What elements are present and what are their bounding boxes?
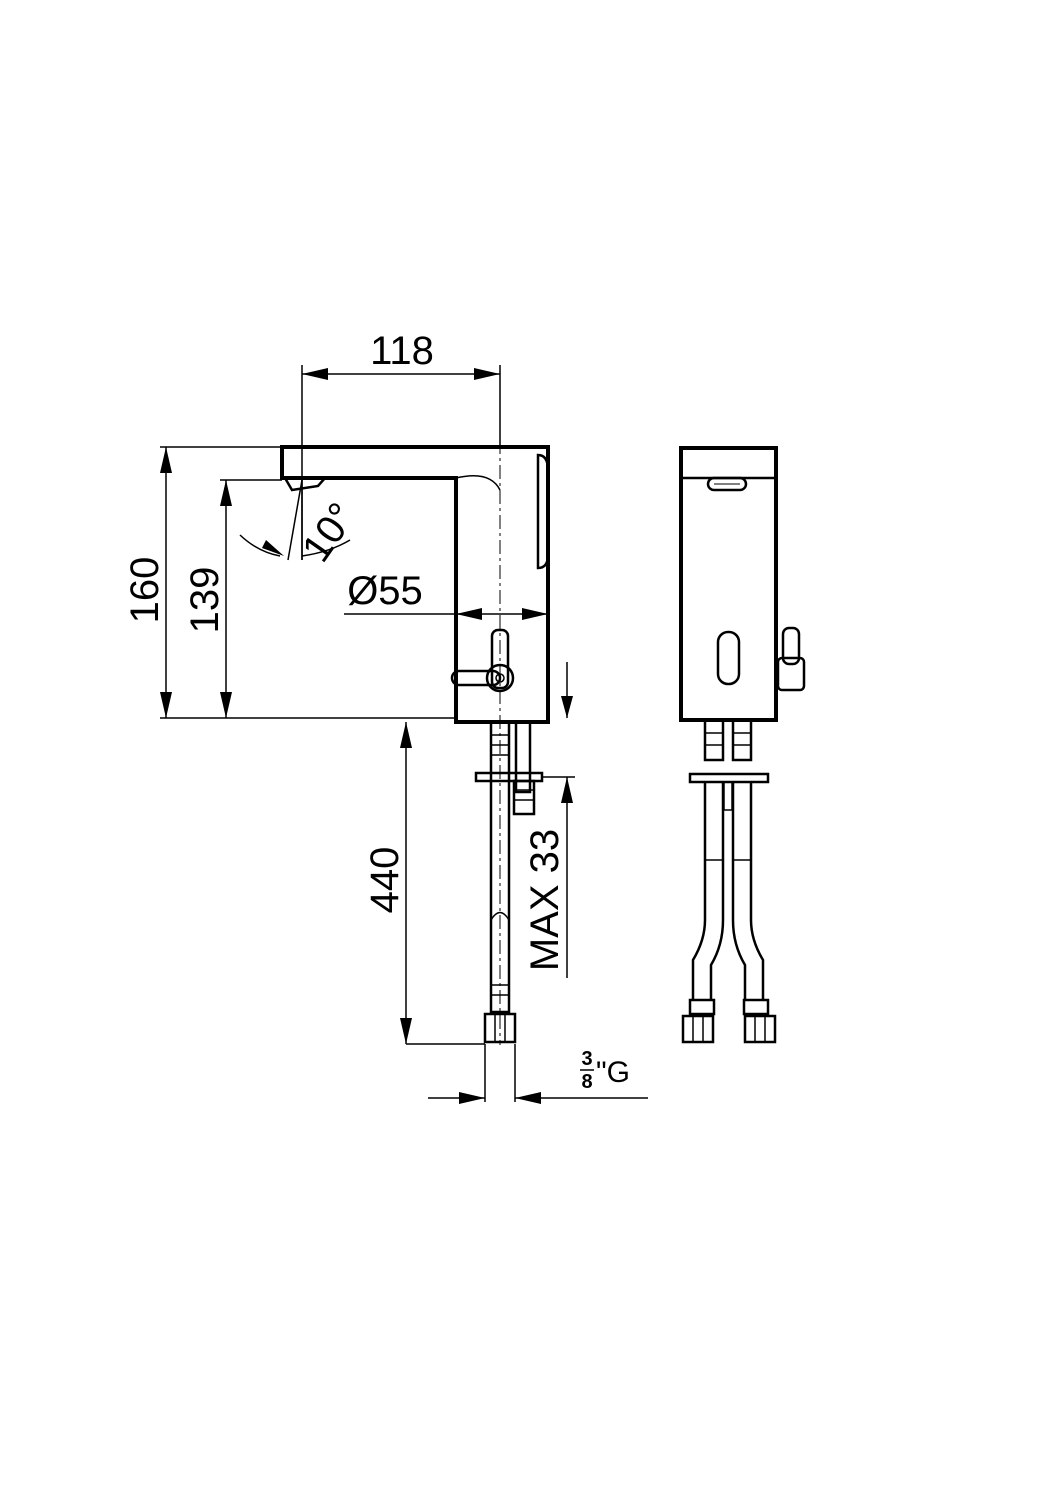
faucet-spout: [280, 445, 550, 724]
lever-handle: [450, 628, 515, 693]
center-stud: [723, 781, 733, 811]
sensor-slot: [536, 453, 550, 570]
dim-max-deck: [542, 776, 575, 978]
dim-hose-length: [400, 722, 485, 1045]
body-curve: [455, 475, 501, 491]
deck-marker: [561, 662, 573, 718]
dim-139-label: 139: [183, 567, 227, 634]
dim-spout-height: [220, 480, 232, 718]
dim-diameter-label: Ø55: [347, 569, 423, 613]
spout-outlet: [283, 477, 326, 492]
sensor-slot-front: [716, 630, 741, 686]
dim-total-height: [160, 447, 172, 718]
thread-numerator: 3: [581, 1048, 592, 1070]
hose-left: [681, 718, 725, 1044]
dim-body-diameter: [344, 608, 548, 620]
lever-handle-front: [776, 626, 806, 692]
dim-max33-label: MAX 33: [523, 829, 567, 971]
thread-suffix: "G: [596, 1056, 630, 1089]
dim-118-label: 118: [370, 329, 434, 373]
dim-thread: [428, 1044, 648, 1104]
dim-440-label: 440: [363, 847, 407, 914]
front-view: [679, 446, 806, 1044]
side-view: 118 160 139 10° Ø55: [123, 329, 648, 1104]
faucet-front-body: [679, 446, 778, 722]
dim-160-label: 160: [123, 557, 167, 624]
mounting-assembly: [474, 720, 544, 1044]
dim-spout-reach: [301, 365, 501, 560]
dim-10deg-label: 10°: [294, 495, 365, 570]
dim-spout-angle: [239, 479, 351, 561]
sensor-window: [706, 476, 748, 492]
thread-denominator: 8: [581, 1071, 592, 1093]
hose-right: [731, 718, 777, 1044]
